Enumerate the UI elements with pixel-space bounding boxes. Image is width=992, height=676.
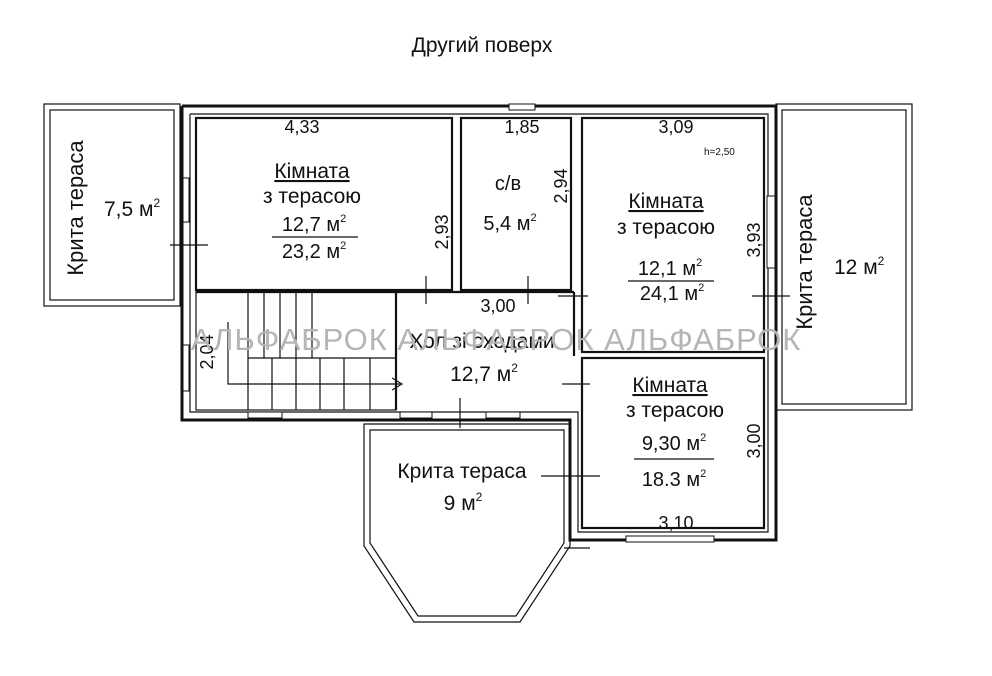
room-1-depth: 2,93 <box>432 214 452 249</box>
terrace-right: Крита тераса 12 м2 <box>752 103 913 411</box>
hall-depth: 2,04 <box>197 334 217 369</box>
room-3-depth: 3,00 <box>744 423 764 458</box>
room-3-label: Кімната <box>632 374 708 397</box>
room-2-area: 12,1 м2 <box>638 257 702 280</box>
watermark: АЛЬФАБРОК АЛЬФАБРОК АЛЬФАБРОК <box>191 322 802 357</box>
room-2-depth: 3,93 <box>744 222 764 257</box>
bath-area: 5,4 м2 <box>483 212 536 235</box>
room-1-label-2: з терасою <box>263 185 361 208</box>
room-2: 3,09 h=2,50 3,93 Кімната з терасою 12,1 … <box>617 117 764 305</box>
bath-width: 1,85 <box>504 117 539 137</box>
terrace-right-label: Крита тераса <box>792 194 817 330</box>
terrace-left: Крита тераса 7,5 м2 <box>43 103 208 307</box>
hall-width: 3,00 <box>480 296 515 316</box>
ceiling-height: h=2,50 <box>704 147 735 158</box>
terrace-bottom-area: 9 м2 <box>444 490 483 515</box>
room-2-total: 24,1 м2 <box>640 282 704 305</box>
windows <box>182 103 776 543</box>
room-3-area: 9,30 м2 <box>642 432 706 455</box>
hall-label: Хол зі сходами <box>409 330 554 353</box>
terrace-bottom: Крита тераса 9 м2 <box>363 423 600 623</box>
terrace-left-area: 7,5 м2 <box>104 196 160 221</box>
bathroom: 1,85 2,94 с/в 5,4 м2 <box>483 117 571 235</box>
room-1-total: 23,2 м2 <box>282 240 346 263</box>
terrace-bottom-label: Крита тераса <box>397 460 526 483</box>
staircase <box>195 291 404 411</box>
bath-depth: 2,94 <box>551 168 571 203</box>
room-3-total: 18.3 м2 <box>642 468 706 491</box>
room-2-label: Кімната <box>628 190 704 213</box>
room-1-area: 12,7 м2 <box>282 213 346 236</box>
room-1: 4,33 2,93 Кімната з терасою 12,7 м2 23,2… <box>263 117 452 263</box>
room-1-width: 4,33 <box>284 117 319 137</box>
room-2-label-2: з терасою <box>617 216 715 239</box>
terrace-right-area: 12 м2 <box>834 254 885 279</box>
room-3-width: 3,10 <box>658 513 693 533</box>
door-marks <box>425 276 590 549</box>
room-2-width: 3,09 <box>658 117 693 137</box>
terrace-left-label: Крита тераса <box>63 140 88 276</box>
bath-label: с/в <box>495 173 521 195</box>
hall: 3,00 2,04 Хол зі сходами 12,7 м2 <box>197 296 555 386</box>
room-1-label: Кімната <box>274 160 350 183</box>
room-3: Кімната з терасою 3,00 9,30 м2 18.3 м2 3… <box>626 374 764 533</box>
room-3-label-2: з терасою <box>626 399 724 422</box>
hall-area: 12,7 м2 <box>450 361 518 386</box>
plan-title: Другий поверх <box>412 34 553 57</box>
outer-walls <box>180 104 778 542</box>
